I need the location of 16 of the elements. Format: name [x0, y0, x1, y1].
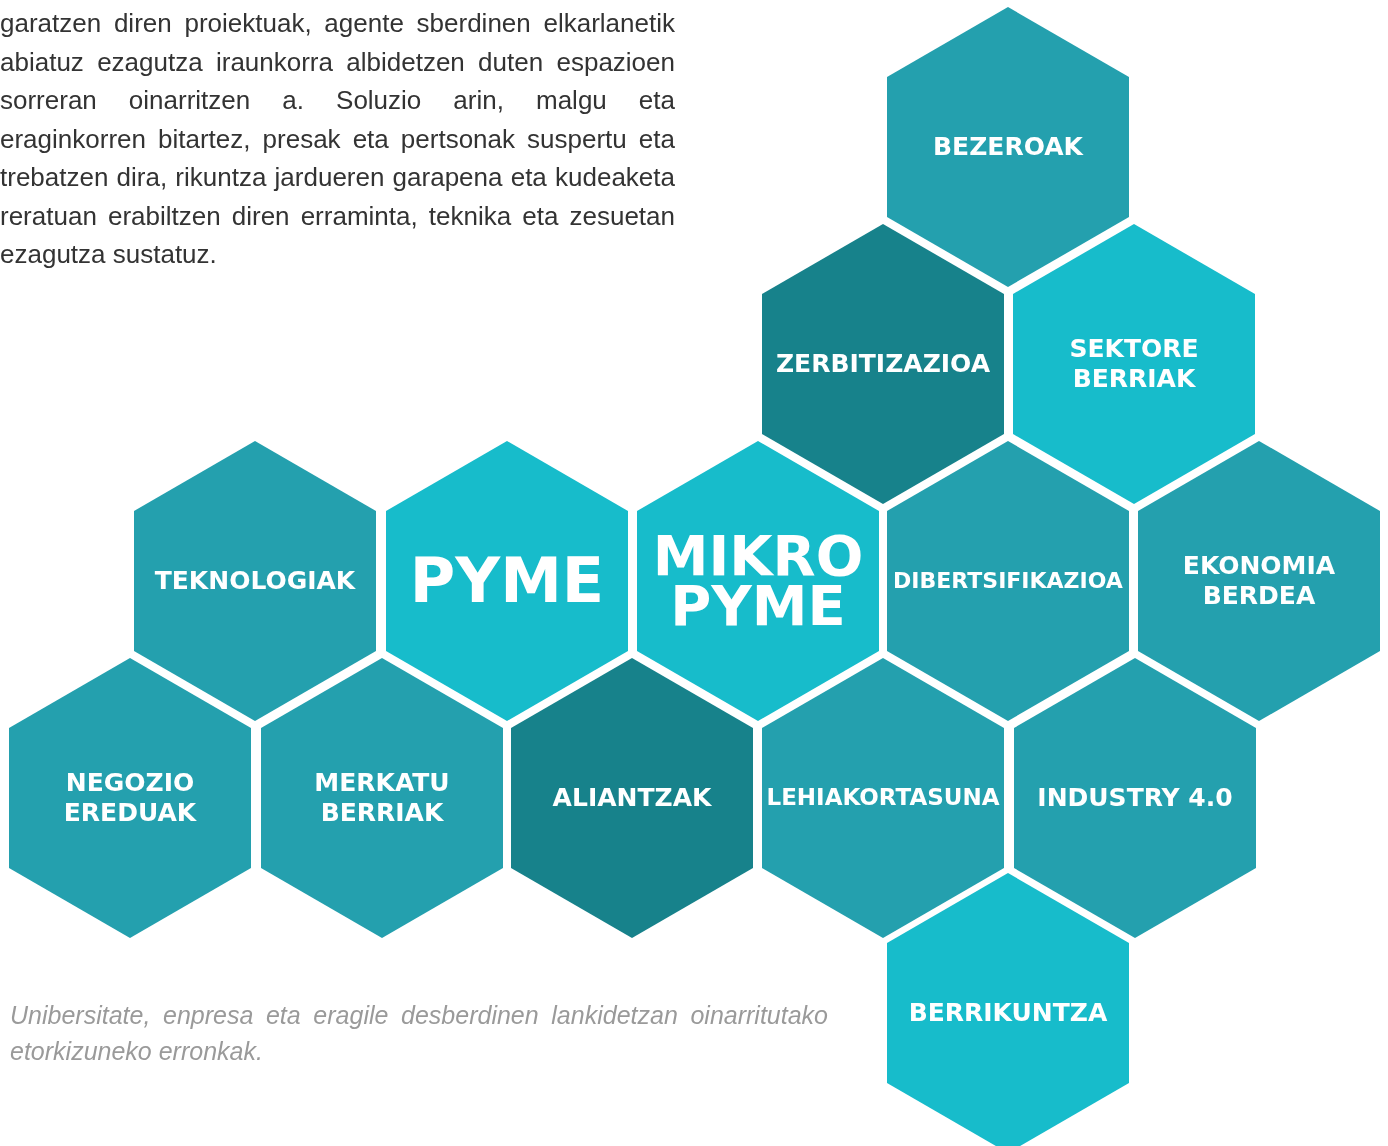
hexagon-label: INDUSTRY 4.0	[1036, 783, 1234, 813]
hexagon-label: MERKATU BERRIAK	[313, 768, 451, 828]
hexagon-label: NEGOZIO EREDUAK	[62, 768, 198, 828]
hexagon-label: PYME	[408, 553, 606, 609]
hexagon-label: BERRIKUNTZA	[907, 998, 1109, 1028]
hexagon-label: MIKRO PYME	[651, 530, 865, 632]
hexagon-label: EKONOMIA BERDEA	[1181, 551, 1337, 611]
hexagon-label: ZERBITIZAZIOA	[775, 349, 991, 379]
hexagon-label: TEKNOLOGIAK	[153, 566, 357, 596]
hexagon-label: SEKTORE BERRIAK	[1068, 334, 1200, 394]
intro-paragraph: garatzen diren proiektuak, agente sberdinen elkarlanetik abiatuz ezagutza iraunkorra albidetzen duten espazioen sorreran oinarritzen a. Soluzio arin, malgu eta eraginkorren bitartez, presak eta pertsonak suspertu eta trebatzen dira, rikuntza jardueren garapena eta kudeaketa reratuan erabiltzen diren erraminta, teknika eta zesuetan ezagutza sustatuz.	[0, 7, 675, 271]
hexagon-label: ALIANTZAK	[551, 783, 713, 813]
hexagon-label: LEHIAKORTASUNA	[765, 784, 1001, 812]
hexagon-label: BEZEROAK	[932, 132, 1085, 162]
caption-text: Unibersitate, enpresa eta eragile desberdinen lankidetzan oinarritutako etorkizuneko erronkak.	[10, 1000, 828, 1067]
hexagon-label: DIBERTSIFIKAZIOA	[892, 567, 1124, 595]
